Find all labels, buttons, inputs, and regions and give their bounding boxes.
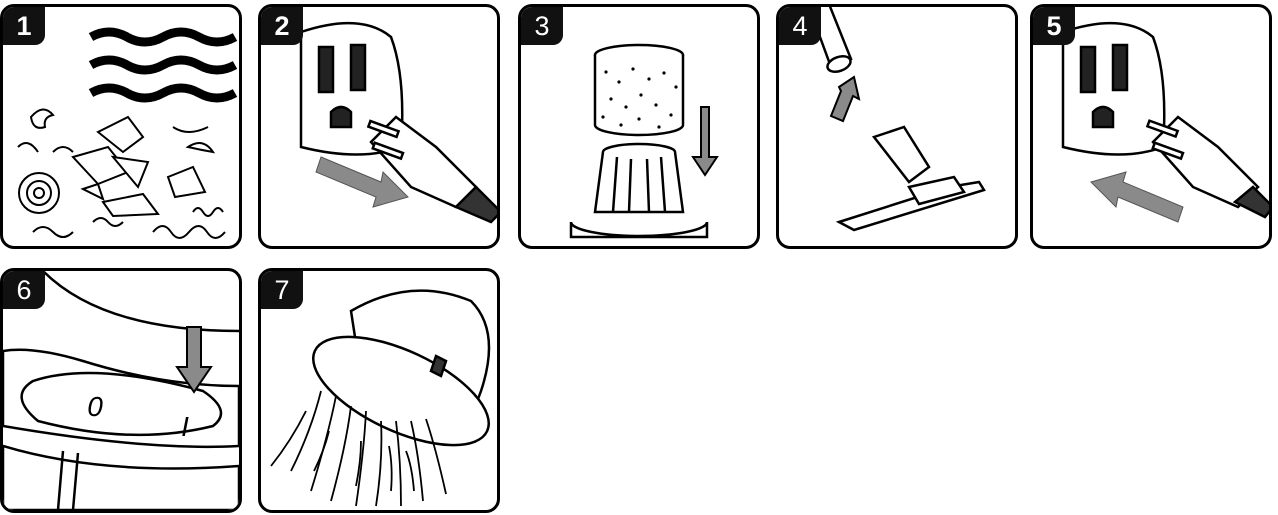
step-6-panel: 6 0 I [0,268,242,513]
step-number-badge: 2 [261,7,303,45]
switch-on-label: I [181,411,189,442]
step-4-panel: 4 [776,4,1018,249]
step-3-panel: 3 [518,4,760,249]
step-5-panel: 5 [1030,4,1272,249]
step-1-panel: 1 [0,4,242,249]
step-number-badge: 1 [3,7,45,45]
step-number-badge: 7 [261,271,303,309]
step-number-badge: 6 [3,271,45,309]
step-number-badge: 4 [779,7,821,45]
switch-off-label: 0 [87,391,103,422]
step-number-badge: 5 [1033,7,1075,45]
step-number-badge: 3 [521,7,563,45]
step-7-panel: 7 [258,268,500,513]
step-2-panel: 2 [258,4,500,249]
